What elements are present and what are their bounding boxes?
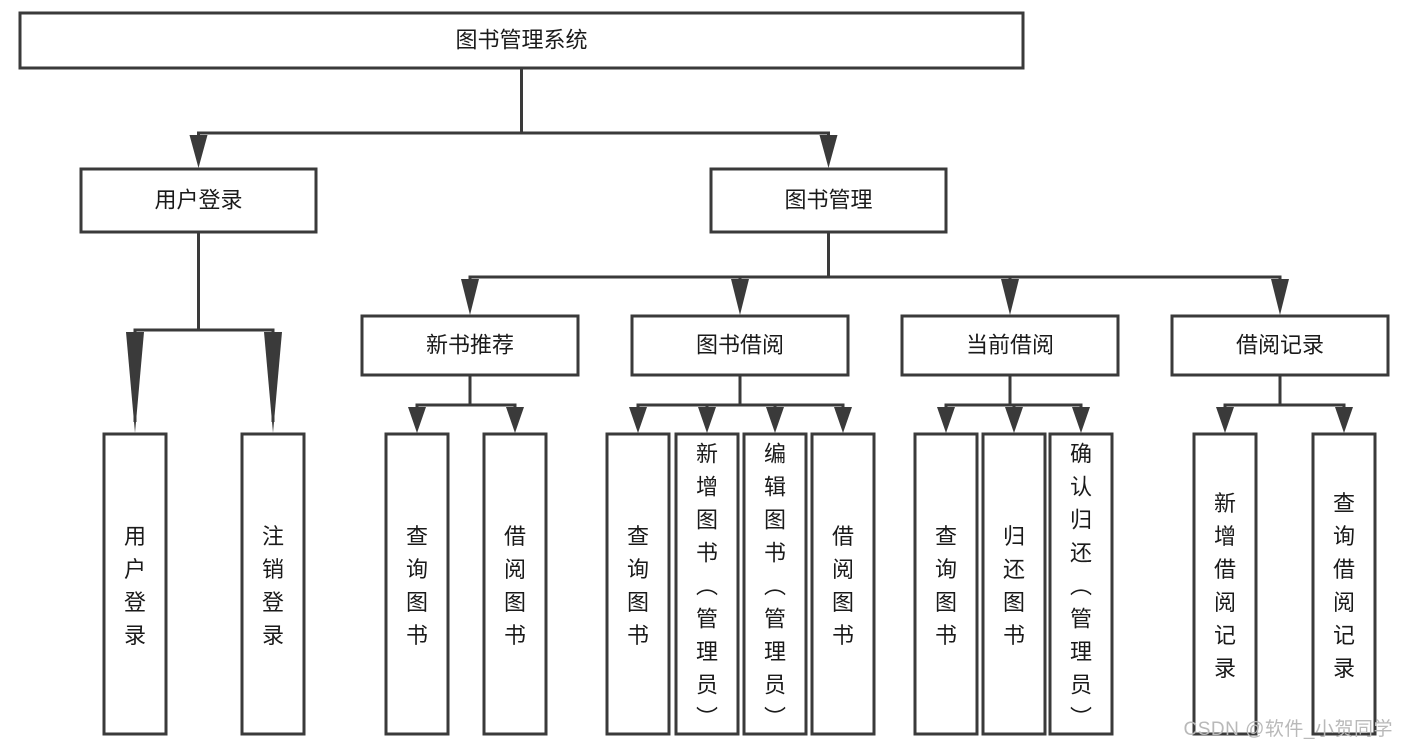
- arrow-head-icon: [766, 407, 784, 433]
- node-label-leaf-query-book-recommend: 查询图书: [406, 524, 428, 648]
- node-leaf-query-book[interactable]: 查询图书: [605, 432, 671, 736]
- node-label-leaf-query-book-current: 查询图书: [935, 524, 957, 648]
- node-leaf-logout[interactable]: 注销登录: [240, 432, 306, 736]
- node-book-management[interactable]: 图书管理: [709, 167, 948, 234]
- node-label-book-borrow: 图书借阅: [696, 332, 784, 357]
- node-leaf-query-book-current[interactable]: 查询图书: [913, 432, 979, 736]
- node-label-leaf-return-book: 归还图书: [1003, 524, 1025, 648]
- arrow-head-icon: [506, 407, 524, 433]
- node-box-leaf-borrow-book-recommend[interactable]: [482, 432, 548, 736]
- connector-current-borrow-to-leaf-confirm-return: [1008, 375, 1090, 433]
- arrow-head-icon: [1271, 279, 1289, 315]
- connector-book-management-to-current-borrow: [827, 232, 1019, 315]
- connector-root-to-user-login: [189, 68, 523, 168]
- node-leaf-query-borrow-record[interactable]: 查询借阅记录: [1311, 432, 1377, 736]
- node-box-leaf-borrow-book[interactable]: [810, 432, 876, 736]
- node-label-user-login: 用户登录: [154, 187, 242, 212]
- node-box-leaf-edit-book[interactable]: [742, 432, 808, 736]
- connector-book-management-to-borrow-record: [827, 232, 1289, 315]
- node-user-login[interactable]: 用户登录: [79, 167, 318, 234]
- node-root[interactable]: 图书管理系统: [18, 11, 1025, 70]
- arrow-head-icon: [1072, 407, 1090, 433]
- node-box-leaf-confirm-return[interactable]: [1048, 432, 1114, 736]
- node-label-leaf-query-book: 查询图书: [627, 524, 649, 648]
- node-box-leaf-query-borrow-record[interactable]: [1311, 432, 1377, 736]
- arrow-head-icon: [834, 407, 852, 433]
- arrow-head-icon: [1001, 279, 1019, 315]
- node-box-book-management[interactable]: [709, 167, 948, 234]
- arrow-head-icon: [189, 135, 208, 168]
- arrow-head-icon: [937, 407, 955, 433]
- node-current-borrow[interactable]: 当前借阅: [900, 314, 1120, 377]
- connector-borrow-record-to-leaf-add-borrow-record: [1216, 375, 1282, 433]
- node-label-root: 图书管理系统: [455, 27, 587, 52]
- node-box-current-borrow[interactable]: [900, 314, 1120, 377]
- node-leaf-borrow-book[interactable]: 借阅图书: [810, 432, 876, 736]
- node-box-new-book-recommend[interactable]: [360, 314, 580, 377]
- node-leaf-borrow-book-recommend[interactable]: 借阅图书: [482, 432, 548, 736]
- connector-new-book-recommend-to-leaf-query-book-recommend: [408, 375, 472, 433]
- arrow-head-icon: [264, 332, 282, 433]
- arrow-head-icon: [731, 279, 749, 315]
- node-label-leaf-add-borrow-record: 新增借阅记录: [1214, 491, 1236, 681]
- node-leaf-return-book[interactable]: 归还图书: [981, 432, 1047, 736]
- arrow-head-icon: [461, 279, 479, 315]
- node-box-leaf-user-login[interactable]: [102, 432, 168, 736]
- node-label-leaf-logout: 注销登录: [262, 524, 284, 648]
- node-box-leaf-return-book[interactable]: [981, 432, 1047, 736]
- node-borrow-record[interactable]: 借阅记录: [1170, 314, 1390, 377]
- arrow-head-icon: [629, 407, 647, 433]
- node-box-leaf-query-book-current[interactable]: [913, 432, 979, 736]
- node-box-user-login[interactable]: [79, 167, 318, 234]
- node-label-leaf-add-book: 新增图书︵管理员︶: [696, 442, 718, 731]
- connector-new-book-recommend-to-leaf-borrow-book-recommend: [468, 375, 524, 433]
- node-label-current-borrow: 当前借阅: [966, 332, 1054, 357]
- connector-current-borrow-to-leaf-query-book-current: [937, 375, 1012, 433]
- node-label-book-management: 图书管理: [784, 187, 872, 212]
- node-leaf-edit-book[interactable]: 编辑图书︵管理员︶: [742, 432, 808, 736]
- node-box-leaf-logout[interactable]: [240, 432, 306, 736]
- connector-user-login-to-leaf-logout: [197, 232, 282, 433]
- node-leaf-add-borrow-record[interactable]: 新增借阅记录: [1192, 432, 1258, 736]
- connector-user-login-to-leaf-user-login: [126, 232, 200, 433]
- node-box-book-borrow[interactable]: [630, 314, 850, 377]
- node-box-borrow-record[interactable]: [1170, 314, 1390, 377]
- node-box-leaf-query-book[interactable]: [605, 432, 671, 736]
- node-leaf-confirm-return[interactable]: 确认归还︵管理员︶: [1048, 432, 1114, 736]
- connector-book-management-to-new-book-recommend: [461, 232, 830, 315]
- connector-book-borrow-to-leaf-borrow-book: [738, 375, 852, 433]
- node-label-leaf-confirm-return: 确认归还︵管理员︶: [1070, 442, 1092, 731]
- connector-root-to-book-management: [520, 68, 838, 168]
- node-label-leaf-edit-book: 编辑图书︵管理员︶: [764, 442, 786, 731]
- arrow-head-icon: [819, 135, 838, 168]
- node-box-leaf-add-book[interactable]: [674, 432, 740, 736]
- connector-book-management-to-book-borrow: [731, 232, 830, 315]
- node-leaf-add-book[interactable]: 新增图书︵管理员︶: [674, 432, 740, 736]
- arrow-head-icon: [408, 407, 426, 433]
- node-label-new-book-recommend: 新书推荐: [426, 332, 514, 357]
- arrow-head-icon: [1216, 407, 1234, 433]
- node-layer: 图书管理系统用户登录图书管理新书推荐图书借阅当前借阅借阅记录用户登录注销登录查询…: [18, 11, 1390, 736]
- arrow-head-icon: [1005, 407, 1023, 433]
- node-label-leaf-query-borrow-record: 查询借阅记录: [1333, 491, 1355, 681]
- node-new-book-recommend[interactable]: 新书推荐: [360, 314, 580, 377]
- arrow-head-icon: [698, 407, 716, 433]
- edge-layer: [126, 68, 1353, 433]
- connector-borrow-record-to-leaf-query-borrow-record: [1278, 375, 1353, 433]
- node-book-borrow[interactable]: 图书借阅: [630, 314, 850, 377]
- arrow-head-icon: [126, 332, 144, 433]
- node-box-root[interactable]: [18, 11, 1025, 70]
- node-label-leaf-user-login: 用户登录: [124, 524, 146, 648]
- arrow-head-icon: [1335, 407, 1353, 433]
- node-label-leaf-borrow-book: 借阅图书: [832, 524, 854, 648]
- node-box-leaf-add-borrow-record[interactable]: [1192, 432, 1258, 736]
- node-leaf-user-login[interactable]: 用户登录: [102, 432, 168, 736]
- node-leaf-query-book-recommend[interactable]: 查询图书: [384, 432, 450, 736]
- node-label-borrow-record: 借阅记录: [1236, 332, 1324, 357]
- node-label-leaf-borrow-book-recommend: 借阅图书: [504, 524, 526, 648]
- node-box-leaf-query-book-recommend[interactable]: [384, 432, 450, 736]
